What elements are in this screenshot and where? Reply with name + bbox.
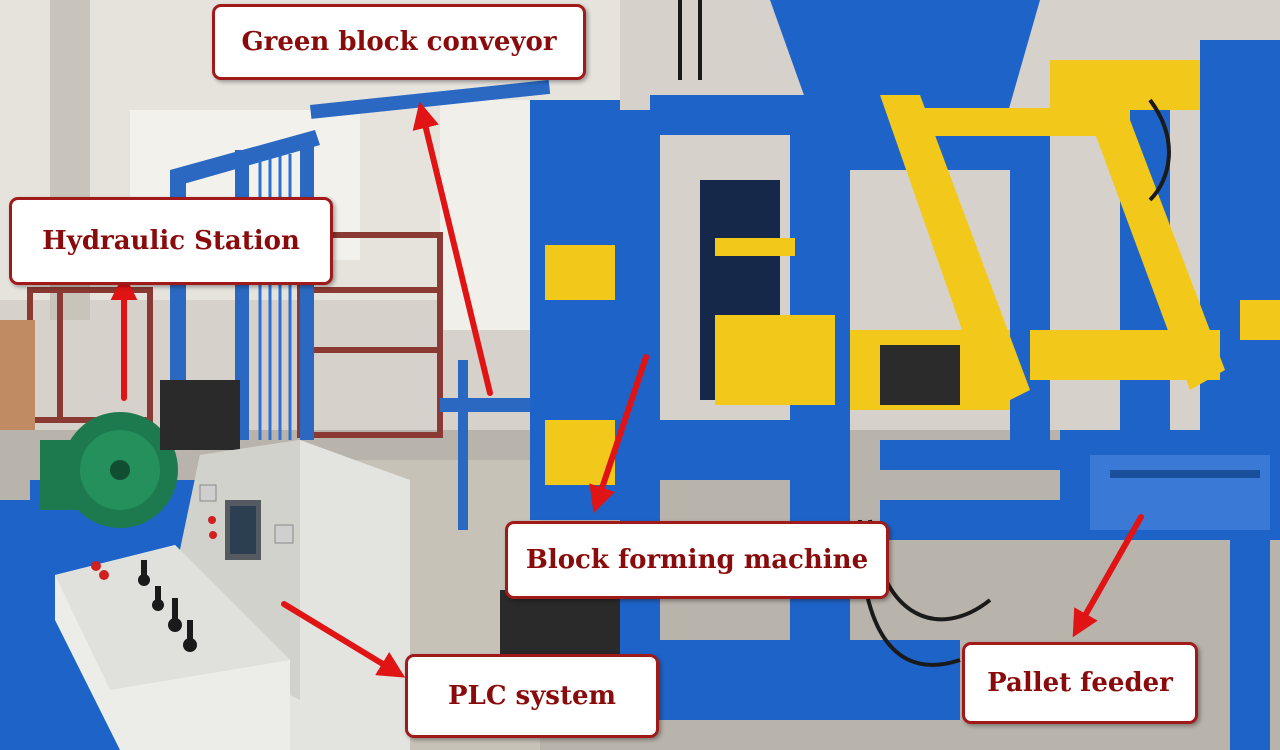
label-green-block-conveyor: Green block conveyor xyxy=(212,4,586,80)
label-pallet-feeder: Pallet feeder xyxy=(962,642,1198,724)
control-buttons xyxy=(91,516,217,580)
hydraulic-motor xyxy=(40,412,178,528)
label-plc-system: PLC system xyxy=(405,654,659,738)
label-hydraulic-station: Hydraulic Station xyxy=(9,197,333,285)
control-knobs xyxy=(138,560,197,652)
label-block-forming-machine: Block forming machine xyxy=(505,521,889,599)
